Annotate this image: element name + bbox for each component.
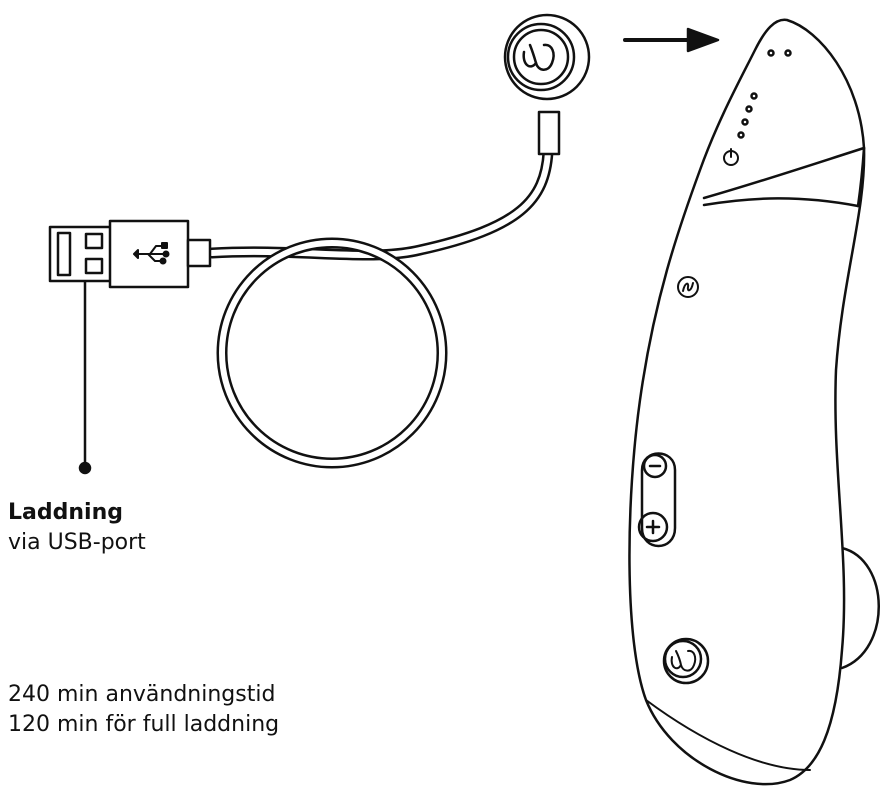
volume-buttons (637, 452, 677, 548)
power-icon (723, 148, 739, 166)
usb-icon (133, 242, 170, 265)
magnetic-charger (503, 13, 591, 156)
charging-subtitle: via USB-port (8, 530, 146, 555)
arrow-right-icon (623, 27, 720, 53)
plus-icon (645, 519, 661, 535)
charging-cable (206, 146, 554, 469)
charge-time-text: 120 min för full laddning (8, 712, 280, 737)
runtime-text: 240 min användningstid (8, 682, 276, 707)
mode-icon (677, 276, 699, 298)
w-logo-icon (522, 43, 555, 71)
w-logo-icon (670, 649, 697, 672)
device (628, 18, 880, 786)
callout-line (78, 280, 92, 475)
brand-button (662, 637, 710, 685)
usb-plug (48, 219, 212, 289)
charging-title: Laddning (8, 500, 123, 525)
